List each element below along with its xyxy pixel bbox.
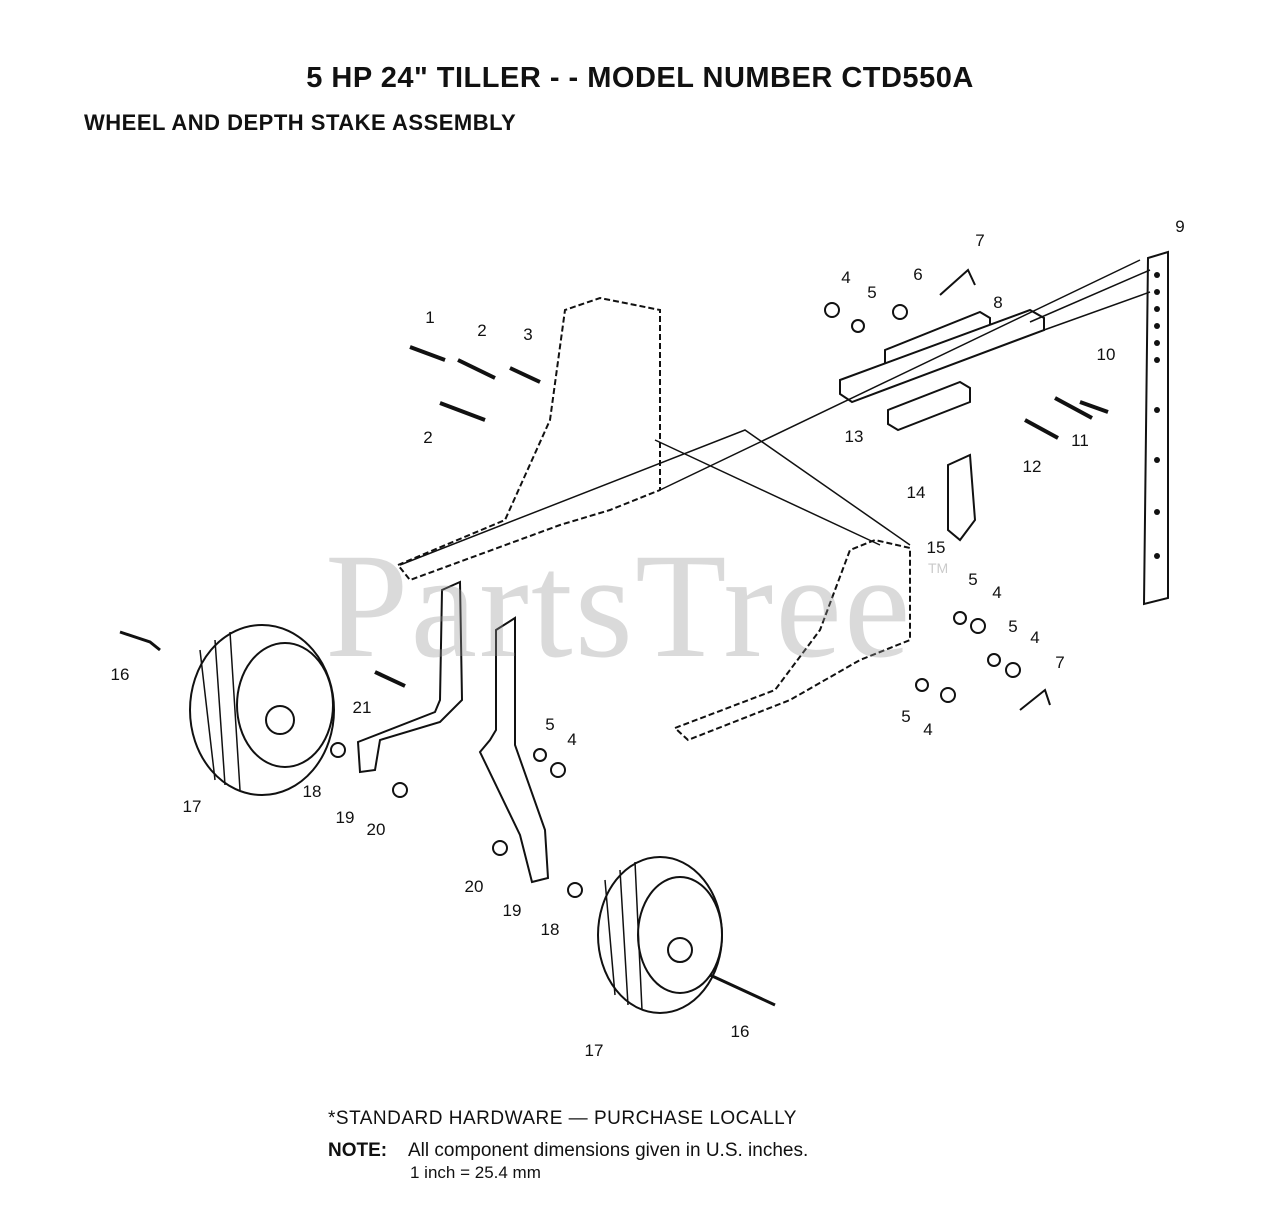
callout-2-lower: 2 bbox=[423, 428, 432, 447]
callout-3: 3 bbox=[523, 325, 532, 344]
hairpin-pin-lower bbox=[1019, 688, 1051, 711]
frame-bracket-right bbox=[673, 538, 911, 742]
callout-2: 2 bbox=[477, 321, 486, 340]
watermark: PartsTree bbox=[325, 523, 913, 689]
bolt-2-lower bbox=[439, 401, 486, 422]
depth-stake-lever bbox=[947, 453, 977, 542]
bolt-2-upper bbox=[457, 358, 496, 380]
page-title: 5 HP 24" TILLER - - MODEL NUMBER CTD550A bbox=[306, 62, 974, 94]
bolt-10 bbox=[1079, 400, 1109, 414]
assembly-subtitle: WHEEL AND DEPTH STAKE ASSEMBLY bbox=[84, 110, 517, 135]
callout-5: 5 bbox=[867, 283, 876, 302]
callout-7: 7 bbox=[975, 231, 984, 250]
callout-18-left: 18 bbox=[303, 782, 322, 801]
callout-10: 10 bbox=[1097, 345, 1116, 364]
callout-8: 8 bbox=[993, 293, 1002, 312]
note-text: All component dimensions given in U.S. i… bbox=[408, 1140, 809, 1161]
callout-4: 4 bbox=[841, 268, 850, 287]
frame-bracket-left bbox=[396, 296, 661, 582]
callout-1: 1 bbox=[425, 308, 434, 327]
callout-5-right-b: 5 bbox=[1008, 617, 1017, 636]
callout-11: 11 bbox=[1071, 431, 1089, 450]
callout-18-center: 18 bbox=[541, 920, 560, 939]
wheel-left bbox=[189, 624, 335, 796]
depth-stake-holes bbox=[1154, 272, 1160, 559]
hardware-washers bbox=[330, 302, 1021, 898]
callout-17-left: 17 bbox=[183, 797, 202, 816]
hairpin-pin-upper bbox=[939, 268, 976, 296]
callout-labels: 1 2 2 3 4 5 6 7 8 9 10 11 12 13 14 15 5 … bbox=[111, 217, 1185, 1060]
callout-13: 13 bbox=[845, 427, 864, 446]
callout-7-right: 7 bbox=[1055, 653, 1064, 672]
callout-4-right-a: 4 bbox=[992, 583, 1001, 602]
bolt-21 bbox=[374, 670, 406, 688]
axle-bolt-left bbox=[119, 630, 161, 652]
bolt-1 bbox=[409, 345, 446, 362]
callout-4-right-c: 4 bbox=[923, 720, 932, 739]
axle-bolt-right bbox=[709, 973, 776, 1007]
bolt-11 bbox=[1054, 396, 1093, 420]
callout-16-right: 16 bbox=[731, 1022, 750, 1041]
callout-16-left: 16 bbox=[111, 665, 130, 684]
callout-5-right-c: 5 bbox=[901, 707, 910, 726]
callout-15: 15 bbox=[927, 538, 946, 557]
callout-20-center: 20 bbox=[465, 877, 484, 896]
callout-4-right-b: 4 bbox=[1030, 628, 1039, 647]
depth-stake-bar bbox=[1142, 250, 1169, 606]
wheel-bracket-left bbox=[356, 580, 464, 774]
bolt-12 bbox=[1024, 418, 1059, 440]
bolt-3 bbox=[509, 366, 541, 384]
callout-12: 12 bbox=[1023, 457, 1042, 476]
callout-19-left: 19 bbox=[336, 808, 355, 827]
wheel-right bbox=[597, 856, 723, 1014]
wheel-bracket-center bbox=[478, 616, 550, 884]
callout-5-right-a: 5 bbox=[968, 570, 977, 589]
note-row: NOTE: All component dimensions given in U… bbox=[328, 1140, 808, 1162]
unit-conversion: 1 inch = 25.4 mm bbox=[410, 1163, 541, 1182]
callout-17-right: 17 bbox=[585, 1041, 604, 1060]
callout-6: 6 bbox=[913, 265, 922, 284]
callout-21: 21 bbox=[353, 698, 372, 717]
callout-9: 9 bbox=[1175, 217, 1184, 236]
callout-20-left: 20 bbox=[367, 820, 386, 839]
depth-stake-plate bbox=[887, 380, 971, 432]
note-label: NOTE: bbox=[328, 1140, 388, 1161]
callout-5-center: 5 bbox=[545, 715, 554, 734]
callout-19-center: 19 bbox=[503, 901, 522, 920]
callout-14: 14 bbox=[907, 483, 926, 502]
standard-hardware-note: *STANDARD HARDWARE — PURCHASE LOCALLY bbox=[328, 1108, 797, 1129]
trademark-mark: TM bbox=[928, 560, 949, 576]
callout-4-center: 4 bbox=[567, 730, 576, 749]
